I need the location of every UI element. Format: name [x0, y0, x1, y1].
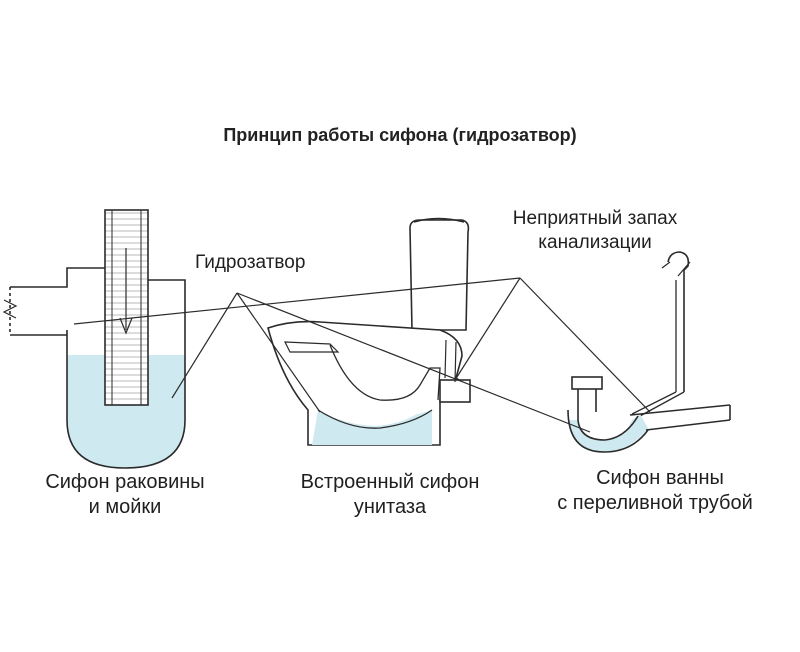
label-sink-line2: и мойки	[88, 496, 162, 518]
label-toilet-line2: унитаза	[353, 496, 427, 518]
label-odor-line1: Неприятный запах	[512, 208, 678, 229]
label-odor-line2: канализации	[538, 232, 652, 253]
label-sink-line1: Сифон раковины	[45, 471, 205, 493]
leader-odor-to-toilet	[454, 277, 521, 381]
diagram-title: Принцип работы сифона (гидрозатвор)	[223, 125, 577, 145]
toilet-drawing	[267, 217, 471, 446]
leader-water-seal-to-bath	[236, 292, 591, 433]
bath-siphon-drawing	[567, 251, 731, 453]
leader-odor-to-bath	[519, 277, 651, 413]
leader-lines	[73, 277, 651, 433]
sink-siphon-drawing	[2, 209, 186, 469]
label-water-seal: Гидрозатвор	[195, 252, 306, 273]
bath-siphon-water	[568, 414, 648, 452]
label-toilet-line1: Встроенный сифон	[300, 471, 480, 493]
leader-odor-to-sink	[73, 277, 521, 325]
leader-water-seal-to-toilet	[236, 292, 321, 413]
leader-water-seal-to-sink	[171, 292, 238, 399]
sink-siphon-water	[67, 355, 185, 468]
label-bath-line1: Сифон ванны	[596, 467, 724, 489]
label-bath-line2: с переливной трубой	[557, 492, 753, 514]
